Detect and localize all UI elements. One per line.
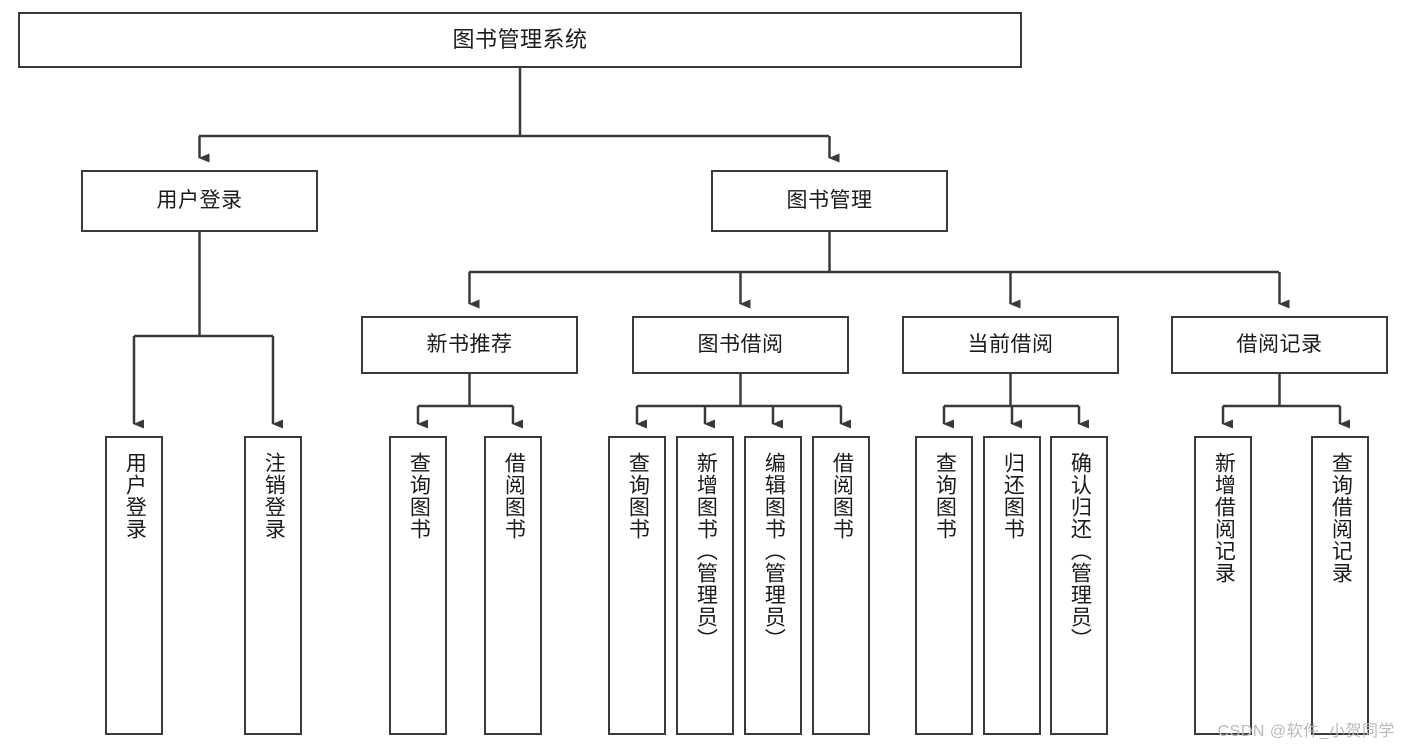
node-label: 编辑图书（管理员）	[762, 452, 786, 650]
node-l3-e2: 查询借阅记录	[1311, 436, 1369, 735]
node-label: 新增图书（管理员）	[694, 452, 718, 650]
node-label: 借阅图书	[502, 452, 526, 540]
node-l3-c4: 借阅图书	[812, 436, 870, 735]
node-l3-e1: 新增借阅记录	[1194, 436, 1252, 735]
node-l2-borrow: 图书借阅	[632, 316, 849, 374]
node-label: 用户登录	[123, 452, 147, 540]
node-label: 图书借阅	[697, 332, 784, 356]
node-l3-d3: 确认归还（管理员）	[1050, 436, 1108, 735]
node-label: 图书管理	[786, 188, 873, 212]
node-label: 注销登录	[262, 452, 286, 540]
node-label: 借阅记录	[1236, 332, 1323, 356]
node-l2-record: 借阅记录	[1171, 316, 1388, 374]
node-label: 借阅图书	[830, 452, 854, 540]
node-l2-newbook: 新书推荐	[361, 316, 578, 374]
node-l3-b1: 查询图书	[389, 436, 447, 735]
node-label: 当前借阅	[967, 332, 1054, 356]
node-label: 查询图书	[626, 452, 650, 540]
node-l3-d2: 归还图书	[983, 436, 1041, 735]
node-label: 查询图书	[407, 452, 431, 540]
node-l3-c2: 新增图书（管理员）	[676, 436, 734, 735]
node-label: 用户登录	[156, 188, 243, 212]
node-root: 图书管理系统	[18, 12, 1022, 68]
node-label: 查询借阅记录	[1329, 452, 1353, 584]
node-label: 确认归还（管理员）	[1068, 452, 1092, 650]
node-l2-current: 当前借阅	[902, 316, 1119, 374]
node-l3-c3: 编辑图书（管理员）	[744, 436, 802, 735]
node-l3-a1: 用户登录	[105, 436, 163, 735]
node-l3-a2: 注销登录	[244, 436, 302, 735]
node-l3-d1: 查询图书	[915, 436, 973, 735]
node-l1-login: 用户登录	[81, 170, 318, 232]
node-l3-b2: 借阅图书	[484, 436, 542, 735]
node-l1-books: 图书管理	[711, 170, 948, 232]
node-label: 归还图书	[1001, 452, 1025, 540]
node-label: 查询图书	[933, 452, 957, 540]
node-label: 新书推荐	[426, 332, 513, 356]
node-label: 图书管理系统	[452, 27, 588, 53]
node-l3-c1: 查询图书	[608, 436, 666, 735]
node-label: 新增借阅记录	[1212, 452, 1236, 584]
